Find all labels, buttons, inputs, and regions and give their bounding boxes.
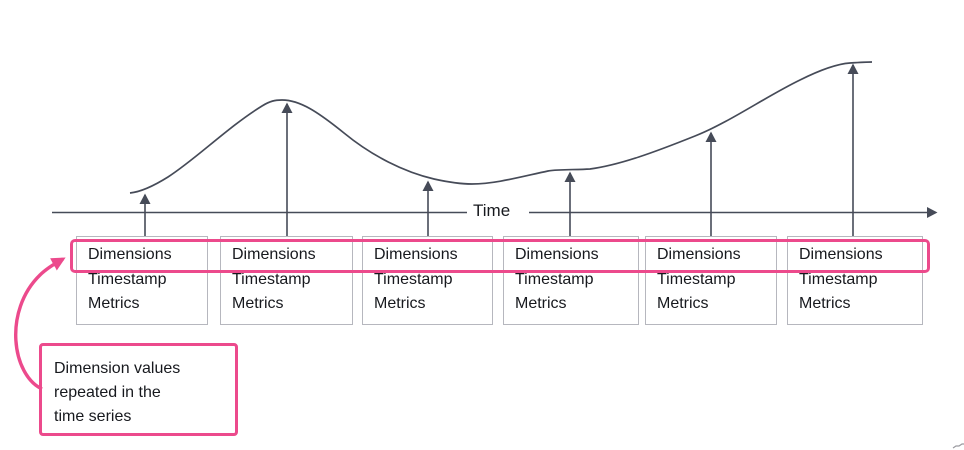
record-box-4: Dimensions Timestamp Metrics bbox=[503, 236, 639, 325]
record-box-3: Dimensions Timestamp Metrics bbox=[362, 236, 493, 325]
record-field-timestamp: Timestamp bbox=[657, 270, 736, 288]
time-axis-label: Time bbox=[473, 201, 511, 220]
record-field-dimensions: Dimensions bbox=[657, 246, 741, 263]
record-field-dimensions: Dimensions bbox=[799, 246, 883, 263]
record-field-dimensions: Dimensions bbox=[232, 246, 316, 263]
record-field-metrics: Metrics bbox=[88, 295, 140, 312]
callout-text-line: repeated in the bbox=[54, 384, 161, 401]
callout-text-line: time series bbox=[54, 408, 132, 425]
record-box-2: Dimensions Timestamp Metrics bbox=[220, 236, 353, 325]
series-curve bbox=[129, 61, 873, 194]
record-field-dimensions: Dimensions bbox=[88, 246, 172, 263]
record-field-timestamp: Timestamp bbox=[799, 270, 878, 288]
record-field-timestamp: Timestamp bbox=[515, 270, 594, 288]
record-field-metrics: Metrics bbox=[232, 295, 284, 312]
annotation-callout: Dimension values repeated in the time se… bbox=[39, 343, 238, 436]
record-field-timestamp: Timestamp bbox=[374, 270, 453, 288]
record-box-6: Dimensions Timestamp Metrics bbox=[787, 236, 923, 325]
record-field-metrics: Metrics bbox=[515, 295, 567, 312]
record-field-metrics: Metrics bbox=[374, 295, 426, 312]
corner-mark bbox=[952, 443, 964, 449]
record-field-metrics: Metrics bbox=[657, 295, 709, 312]
dimensions-highlight-rect bbox=[70, 239, 930, 273]
record-field-timestamp: Timestamp bbox=[232, 270, 311, 288]
callout-text-line: Dimension values bbox=[54, 360, 181, 377]
record-field-dimensions: Dimensions bbox=[515, 246, 599, 263]
record-box-1: Dimensions Timestamp Metrics bbox=[76, 236, 208, 325]
record-field-timestamp: Timestamp bbox=[88, 270, 167, 288]
record-field-metrics: Metrics bbox=[799, 295, 851, 312]
record-box-5: Dimensions Timestamp Metrics bbox=[645, 236, 777, 325]
record-field-dimensions: Dimensions bbox=[374, 246, 458, 263]
